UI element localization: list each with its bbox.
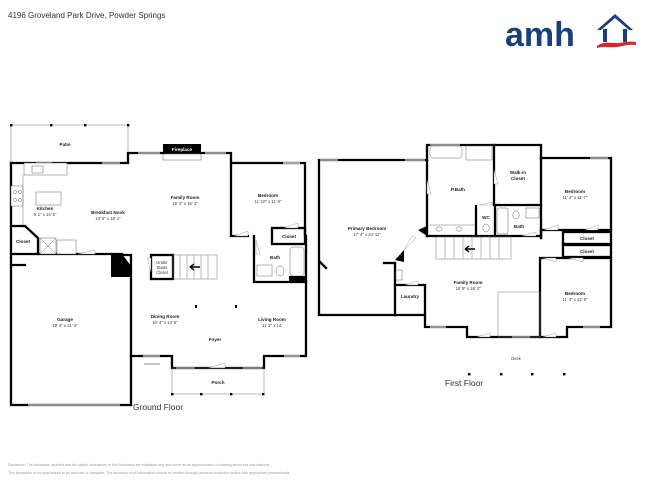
room-label-bedroom-1: Bedroom (565, 189, 585, 194)
room-dims-living-room: 11' 2" x 14' (262, 323, 282, 328)
room-dims-kitchen: 9' 1" x 14' 5" (34, 212, 57, 217)
room-label-deck: Deck (511, 356, 521, 361)
room-dims-bedroom: 11' 10" x 11' 6" (255, 199, 283, 204)
room-label-dining-room: Dining Room (151, 314, 180, 319)
kitchen-counter (23, 162, 68, 176)
patio: Patio (10, 124, 130, 164)
staircase (172, 254, 218, 280)
room-label-p-bath: P.Bath (451, 187, 465, 192)
floor-label-first: First Floor (445, 378, 483, 388)
sink-icon (525, 207, 540, 219)
disclaimer-line-2: This illustration is not guaranteed to b… (8, 470, 291, 475)
room-dims-dining-room: 10' 4" x 14' 6" (152, 320, 178, 325)
door (255, 239, 261, 255)
room-label-closet-1: Closet (580, 236, 595, 241)
room-label-porch: Porch (211, 380, 224, 385)
under-stairs-closet-line3: Closet (156, 270, 169, 275)
toilet-icon (275, 265, 285, 277)
room-dims-primary-bedroom: 17' 4" x 24' 11" (353, 232, 381, 237)
door (493, 169, 499, 185)
room-label-bedroom-2: Bedroom (565, 291, 585, 296)
porch: Porch (171, 367, 265, 396)
door (568, 257, 584, 263)
room-label-primary-bedroom: Primary Bedroom (348, 226, 387, 231)
sink-icon (455, 226, 463, 232)
door (478, 201, 493, 206)
room-label-walk-in-closet-2: Closet (511, 176, 526, 181)
room-label-bedroom: Bedroom (258, 193, 278, 198)
sink-icon (256, 264, 273, 277)
door (521, 231, 537, 237)
door (404, 280, 419, 286)
room-label-wc: WC (482, 215, 490, 220)
disclaimer: Disclaimer: The floorplans depicted and … (8, 462, 648, 477)
room-label-patio: Patio (59, 142, 70, 147)
room-label-kitchen-closet: Closet (16, 239, 31, 244)
door (283, 222, 299, 229)
logo-text: amh (505, 16, 575, 52)
room-label-laundry: Laundry (401, 294, 420, 299)
staircase (435, 236, 512, 260)
room-label-closet-2: Closet (580, 249, 595, 254)
room-label-fireplace: Fireplace (172, 147, 193, 152)
door (403, 235, 417, 251)
deck: Deck (468, 356, 566, 376)
room-label-breakfast-nook: Breakfast Nook (91, 210, 125, 215)
door (542, 332, 557, 338)
sink-icon (435, 226, 443, 232)
front-door (207, 362, 226, 369)
door (476, 332, 491, 338)
arrow-left-icon (189, 263, 200, 271)
under-stairs-closet-line2: Stairs (157, 265, 168, 270)
bathtub-icon (289, 246, 305, 277)
under-stairs-closet-line1: Under (156, 260, 168, 265)
room-dims-bedroom-2: 11' 3" x 12' 9" (563, 297, 588, 302)
door (233, 230, 249, 237)
arrow-left-icon (464, 245, 475, 253)
sink-icon (31, 165, 44, 174)
room-label-walk-in-closet-1: Walk-in (510, 170, 526, 175)
stove-icon (10, 185, 24, 207)
amh-logo: amh (505, 14, 636, 52)
ground-floor-plan: Patio Fireplace (9, 124, 308, 412)
door (584, 224, 599, 231)
kitchen-island (35, 191, 62, 206)
door (543, 224, 559, 231)
door (426, 179, 432, 195)
fireplace: Fireplace (162, 144, 202, 161)
room-dims-breakfast-nook: 13' 5" x 18' 1" (95, 216, 121, 221)
room-label-foyer: Foyer (209, 337, 222, 342)
door (77, 249, 96, 255)
house-roof-icon (597, 14, 636, 48)
room-dims-first-family-room: 18' 5" x 16' 2" (455, 286, 481, 291)
shower-icon (465, 145, 493, 161)
bathtub-icon (429, 145, 463, 159)
room-label-first-bath: Bath (514, 224, 524, 229)
property-address: 4196 Groveland Park Drive, Powder Spring… (8, 11, 166, 20)
toilet-icon (482, 223, 490, 233)
room-dims-bedroom-1: 11' 3" x 11' 7" (563, 195, 588, 200)
room-dims-garage: 19' 4" x 21' 3" (52, 323, 78, 328)
toilet-icon (512, 210, 520, 220)
room-label-family-room: Family Room (171, 195, 200, 200)
disclaimer-line-1: Disclaimer: The floorplans depicted and … (8, 463, 271, 467)
floor-label-ground: Ground Floor (133, 402, 183, 412)
room-label-living-room: Living Room (258, 317, 286, 322)
room-label-first-family-room: Family Room (454, 280, 483, 285)
room-label-bedroom-closet: Closet (282, 234, 297, 239)
first-floor-plan: Primary Bedroom 17' 4" x 24' 11" P.Bath … (317, 143, 613, 388)
room-dims-family-room: 16' 2" x 16' 3" (172, 201, 198, 206)
bathtub-icon (496, 207, 509, 235)
door (146, 257, 152, 273)
room-label-garage: Garage (57, 317, 73, 322)
room-label-kitchen: Kitchen (37, 206, 54, 211)
door (542, 257, 557, 263)
room-label-bath: Bath (270, 255, 280, 260)
